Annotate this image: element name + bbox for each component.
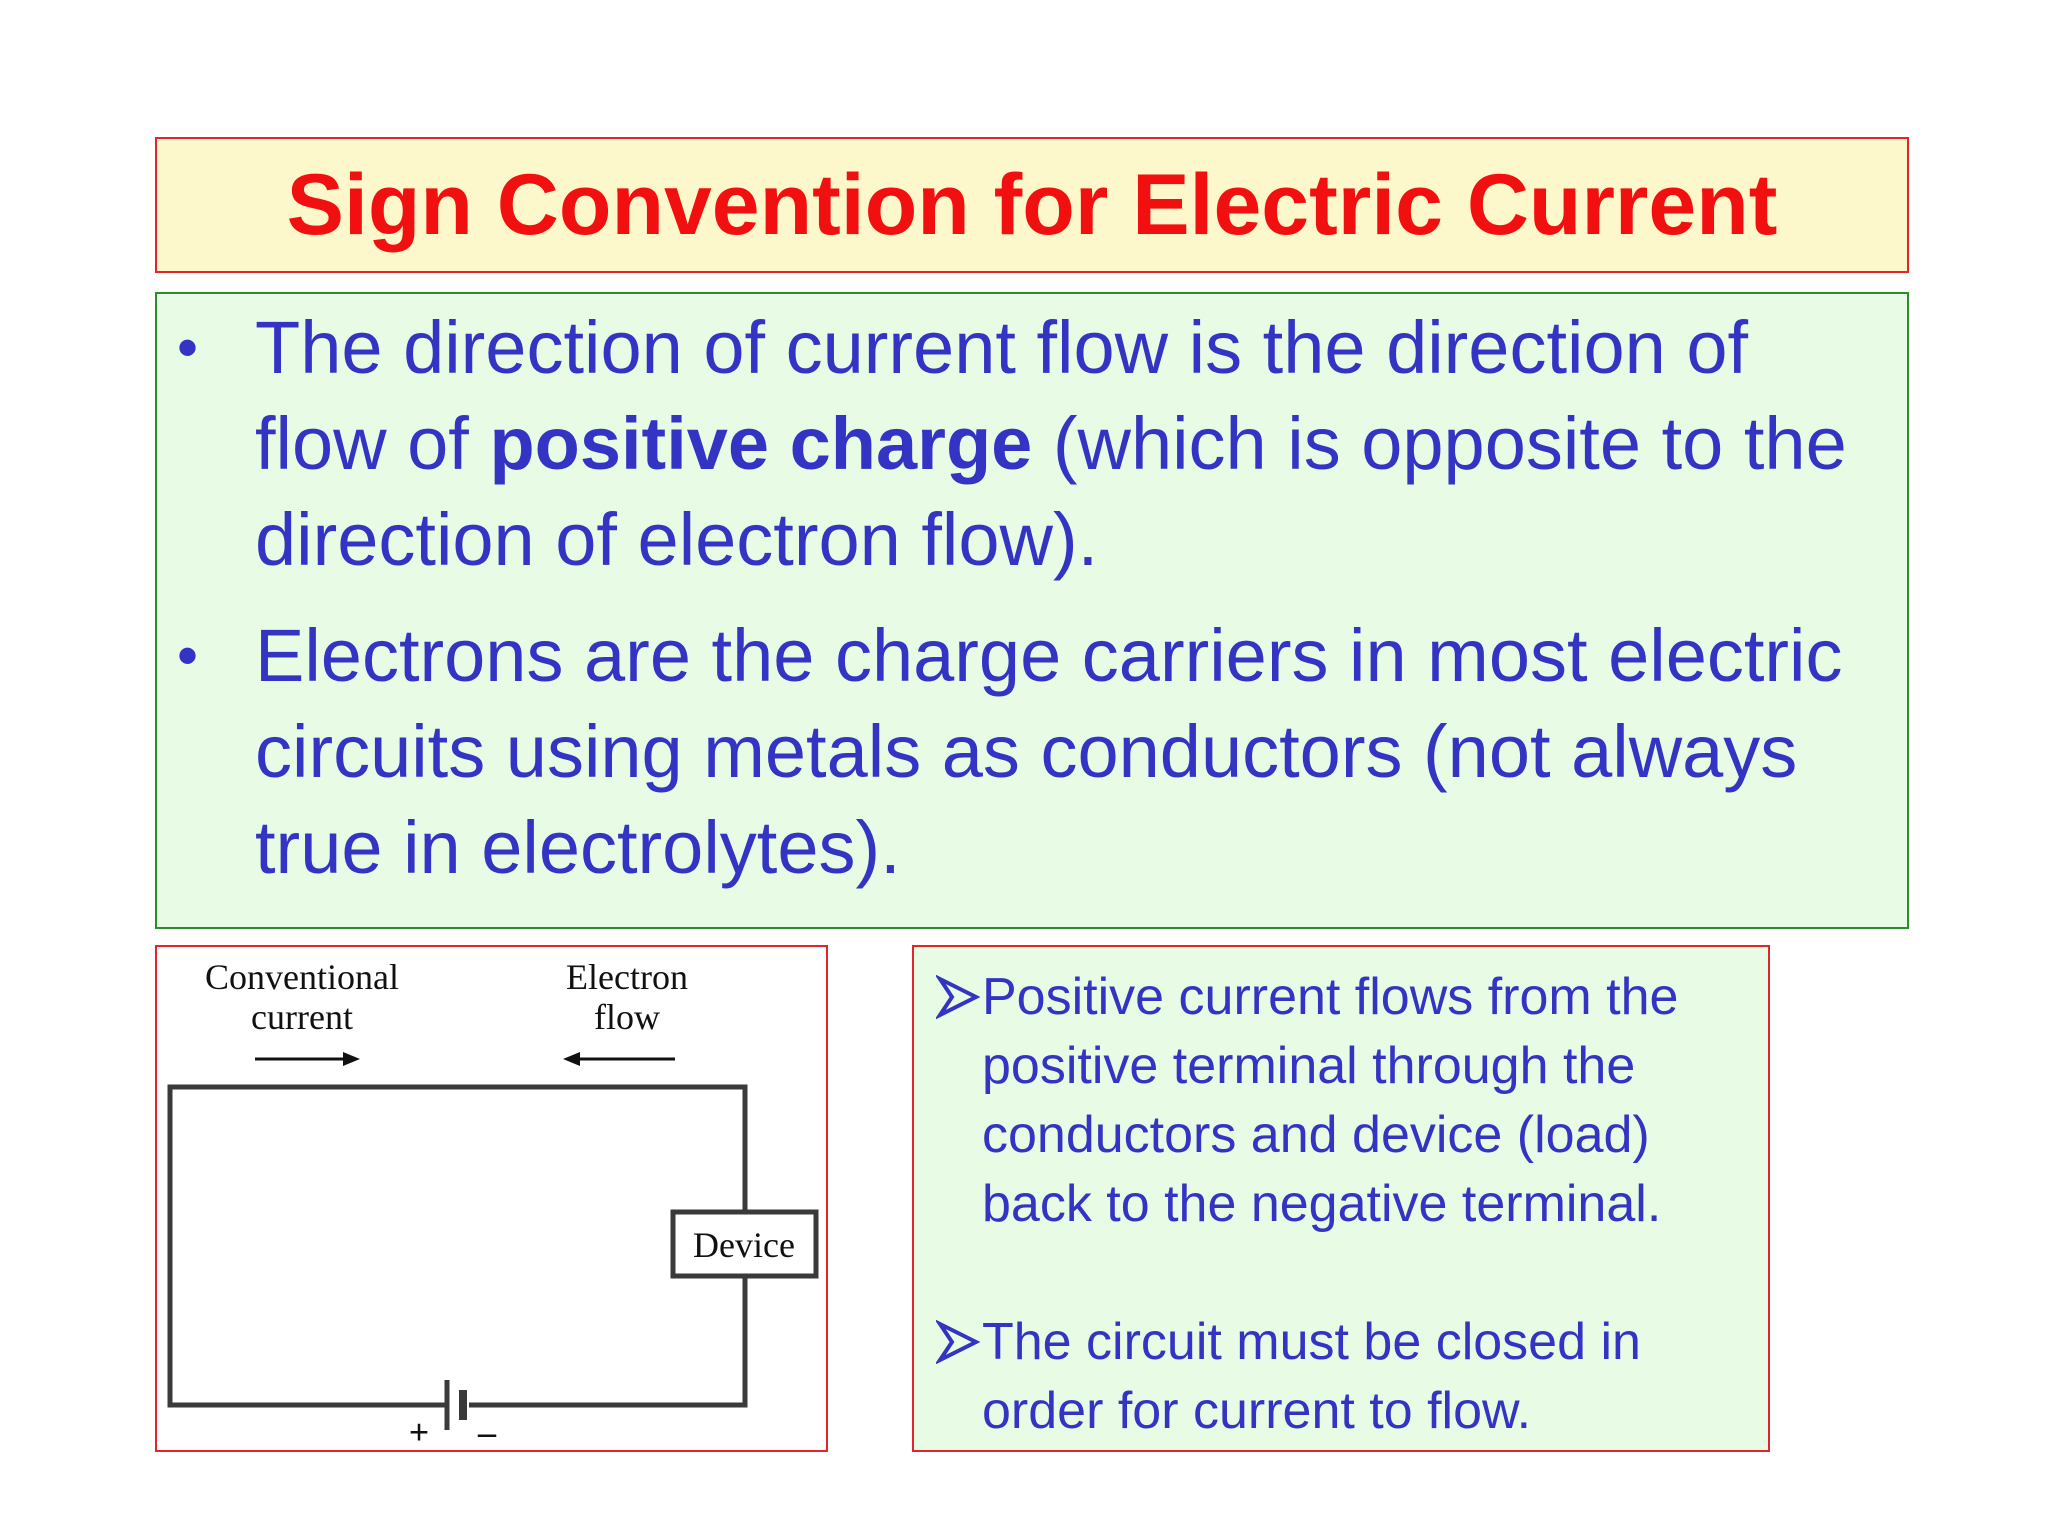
bullet-item: • Electrons are the charge carriers in mo… xyxy=(177,608,1895,896)
bullet-text: The direction of current flow is the dir… xyxy=(255,306,1749,485)
device-label: Device xyxy=(693,1225,795,1265)
conventional-current-label: current xyxy=(251,997,353,1037)
circuit-diagram: Conventional current Electron flow Devic… xyxy=(167,957,819,1452)
note-item: The circuit must be closed in order for … xyxy=(936,1308,1752,1446)
bullet-text: (which is opposite to the direction of e… xyxy=(255,402,1847,581)
bullet-item: • The direction of current flow is the di… xyxy=(177,300,1895,588)
conventional-current-label: Conventional xyxy=(205,957,399,997)
bullet-dot-icon: • xyxy=(177,622,199,689)
note-text: The circuit must be closed in order for … xyxy=(982,1313,1641,1440)
electron-flow-label: flow xyxy=(594,997,660,1037)
bullet-emphasis: positive charge xyxy=(489,402,1033,485)
note-text: Positive current flows from the positive… xyxy=(982,968,1679,1233)
main-content-box: • The direction of current flow is the di… xyxy=(155,292,1909,929)
notes-box: Positive current flows from the positive… xyxy=(912,945,1770,1452)
battery-icon xyxy=(444,1380,467,1430)
left-arrow-icon xyxy=(563,1052,675,1066)
arrowhead-icon xyxy=(936,1320,980,1364)
positive-terminal-label: + xyxy=(409,1412,430,1452)
circuit-diagram-box: Conventional current Electron flow Devic… xyxy=(155,945,828,1452)
negative-terminal-label: – xyxy=(477,1412,497,1452)
bullet-dot-icon: • xyxy=(177,314,199,381)
bullet-text: Electrons are the charge carriers in mos… xyxy=(255,614,1843,889)
arrowhead-icon xyxy=(936,975,980,1019)
note-item: Positive current flows from the positive… xyxy=(936,963,1752,1239)
device-box xyxy=(670,1209,819,1279)
slide-title: Sign Convention for Electric Current xyxy=(286,157,1778,253)
title-box: Sign Convention for Electric Current xyxy=(155,137,1909,273)
electron-flow-label: Electron xyxy=(566,957,688,997)
right-arrow-icon xyxy=(255,1052,360,1066)
circuit-wire xyxy=(167,1084,748,1408)
